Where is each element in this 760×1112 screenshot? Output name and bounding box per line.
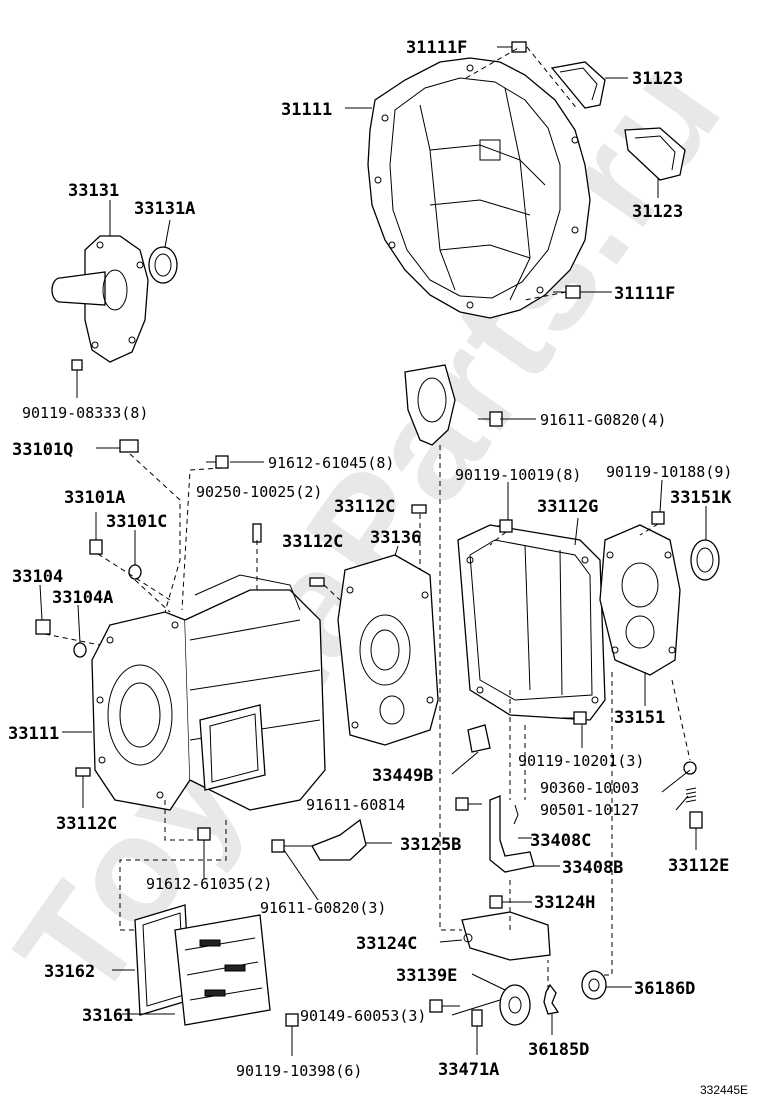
label-90119-08333: 90119-08333(8) — [22, 404, 148, 422]
plug-33101Q — [96, 439, 139, 453]
label-33101C: 33101C — [106, 512, 167, 532]
oil-seal-33131A — [148, 246, 178, 284]
label-33104A: 33104A — [52, 588, 113, 608]
label-33104: 33104 — [12, 567, 63, 587]
sleeve-33471A — [471, 1009, 483, 1055]
part-labels: 31111F 31111 31123 31123 31111F 33131 33… — [8, 38, 748, 1097]
label-33408C: 33408C — [530, 831, 591, 851]
label-90119-10188: 90119-10188(9) — [606, 463, 732, 481]
case-33112G — [457, 524, 606, 721]
label-31123-b: 31123 — [632, 202, 683, 222]
plug-33101A — [89, 512, 103, 555]
label-33471A: 33471A — [438, 1060, 499, 1080]
label-33161: 33161 — [82, 1006, 133, 1026]
label-33449B: 33449B — [372, 766, 433, 786]
bolt-91611-G0820-4 — [478, 411, 503, 427]
leader-lines — [62, 77, 707, 1016]
label-90501-10127: 90501-10127 — [540, 801, 639, 819]
label-36185D: 36185D — [528, 1040, 589, 1060]
label-91611-60814: 91611-60814 — [306, 796, 405, 814]
label-33112C-lower: 33112C — [56, 814, 117, 834]
sensor-33408B — [489, 795, 535, 873]
label-33151: 33151 — [614, 708, 665, 728]
label-31111: 31111 — [281, 100, 332, 120]
plug-33112E — [689, 811, 703, 850]
label-31123-a: 31123 — [632, 69, 683, 89]
gasket-33104A — [73, 604, 87, 658]
label-31111F-bottom: 31111F — [614, 284, 675, 304]
label-33112E: 33112E — [668, 856, 729, 876]
bolt-90149-60053 — [429, 999, 460, 1013]
seal-plate-upper — [404, 364, 456, 446]
label-33101Q: 33101Q — [12, 440, 73, 460]
label-90250-10025: 90250-10025(2) — [196, 483, 322, 501]
bolt-91611-G0820-3 — [271, 839, 312, 853]
label-90149-60053: 90149-60053(3) — [300, 1007, 426, 1025]
label-31111F-top: 31111F — [406, 38, 467, 58]
gear-33139E — [499, 984, 531, 1026]
label-33112C-mid: 33112C — [282, 532, 343, 552]
label-33112C-upper: 33112C — [334, 497, 395, 517]
transmission-case-33111 — [91, 574, 326, 811]
ball-90360-10003 — [683, 761, 697, 775]
label-33151K: 33151K — [670, 488, 732, 508]
bolt-90119-10398 — [285, 1013, 299, 1056]
label-90360-10003: 90360-10003 — [540, 779, 639, 797]
bolt-90119-10188 — [651, 511, 665, 525]
label-91611-G0820-4: 91611-G0820(4) — [540, 411, 666, 429]
clutch-housing-31111 — [367, 57, 591, 319]
pin-33112C-upper — [411, 504, 427, 514]
pin-90250-10025 — [252, 523, 262, 543]
assembly-dashed-lines — [44, 46, 691, 990]
bolt-33124H — [489, 895, 532, 909]
label-90119-10019: 90119-10019(8) — [455, 466, 581, 484]
oil-seal-33151K — [690, 539, 720, 581]
bracket-33124C — [461, 911, 551, 961]
label-90119-10398: 90119-10398(6) — [236, 1062, 362, 1080]
label-33408B: 33408B — [562, 858, 623, 878]
cover-31123-b — [624, 127, 686, 181]
shift-cover-33161 — [174, 914, 271, 1026]
gear-36186D — [581, 970, 607, 1000]
cover-33151 — [599, 524, 681, 676]
bolt-31111F-top — [497, 41, 527, 53]
label-36186D: 36186D — [634, 979, 695, 999]
clip-33408C — [513, 804, 519, 825]
bolt-90119-10201 — [562, 711, 587, 725]
cable-clamp-33125B — [311, 818, 392, 861]
label-91611-G0820-3: 91611-G0820(3) — [260, 899, 386, 917]
label-33162: 33162 — [44, 962, 95, 982]
pin-33112C-mid — [309, 577, 325, 587]
label-33131A: 33131A — [134, 199, 195, 219]
label-33124H: 33124H — [534, 893, 595, 913]
label-33136: 33136 — [370, 528, 421, 548]
cover-31123-a — [550, 61, 606, 109]
label-91612-61045: 91612-61045(8) — [268, 454, 394, 472]
label-33139E: 33139E — [396, 966, 457, 986]
label-90119-10201: 90119-10201(3) — [518, 752, 644, 770]
label-91612-61035: 91612-61035(2) — [146, 875, 272, 893]
spring-90501-10127 — [685, 787, 697, 803]
bolt-91611-60814 — [455, 797, 482, 811]
gasket-33101C — [128, 530, 142, 580]
label-33124C: 33124C — [356, 934, 417, 954]
plug-33104 — [35, 584, 51, 635]
label-33131: 33131 — [68, 181, 119, 201]
label-33101A: 33101A — [64, 488, 125, 508]
intermediate-plate-33136 — [337, 554, 439, 746]
label-33112G: 33112G — [537, 497, 598, 517]
pin-33112C-left — [75, 767, 91, 808]
bolt-91612-61035 — [197, 827, 211, 872]
bracket-33449B — [467, 724, 491, 753]
figure-code: 332445E — [700, 1083, 748, 1097]
extension-housing-33131 — [51, 235, 149, 363]
label-33125B: 33125B — [400, 835, 461, 855]
gear-36185D — [543, 983, 560, 1035]
bolt-91612-61045 — [206, 455, 229, 469]
bolt-90119-08333 — [71, 359, 83, 398]
label-33111: 33111 — [8, 724, 59, 744]
